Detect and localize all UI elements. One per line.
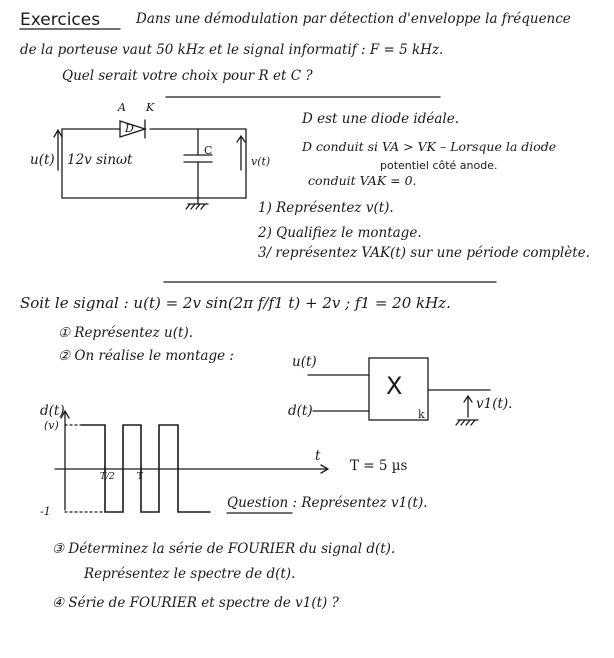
multiplier-diagram	[307, 357, 491, 426]
question-2: 2) Qualifiez le montage.	[258, 225, 422, 241]
graph-ylabel: d(t)	[40, 403, 65, 419]
mult-label-k: k	[418, 408, 425, 421]
note-conducts-1: D conduit si VA > VK – Lorsque la diode	[302, 139, 557, 154]
mult-symbol: X	[386, 372, 403, 400]
header-line-1: Dans une démodulation par détection d'en…	[136, 11, 571, 27]
part2-question-1: ① Représentez u(t).	[58, 325, 194, 341]
out-arrow	[463, 394, 473, 418]
label-v: v(t)	[251, 155, 271, 168]
question-v1: Question : Représentez v1(t).	[227, 495, 428, 511]
v-arrow	[236, 134, 246, 171]
note-ideal-diode: D est une diode idéale.	[302, 111, 460, 127]
part2-question-2: ② On réalise le montage :	[58, 348, 234, 364]
graph-t-label: t	[315, 448, 321, 464]
graph-period-value: T = 5 µs	[350, 458, 408, 474]
question-1: 1) Représentez v(t).	[258, 200, 394, 216]
exercise-title: Exercices	[20, 10, 101, 30]
label-source: 12v sinωt	[67, 152, 133, 168]
circuit-1	[53, 119, 247, 210]
note-conducts-2: conduit VAK = 0.	[308, 173, 417, 188]
mult-label-out: v1(t).	[476, 396, 513, 412]
graph-y-axis	[60, 409, 70, 511]
graph-half-period: T/2	[100, 472, 115, 482]
diode-triangle	[119, 120, 148, 138]
multiplier-box	[368, 357, 429, 421]
signal-definition: Soit le signal : u(t) = 2v sin(2π f/f1 t…	[20, 294, 451, 312]
header-line-2: de la porteuse vaut 50 kHz et le signal …	[20, 42, 444, 58]
label-u: u(t)	[30, 152, 55, 168]
header-question: Quel serait votre choix pour R et C ?	[62, 68, 313, 84]
part3-question-4: ④ Série de FOURIER et spectre de v1(t) ?	[52, 595, 339, 611]
label-cathode: K	[146, 101, 155, 114]
graph-t-axis	[54, 464, 330, 474]
out-ground-hatch	[455, 419, 476, 426]
label-diode: D	[125, 122, 134, 135]
label-anode: A	[118, 101, 126, 114]
period-ticks	[104, 465, 142, 473]
part3-question-3b: Représentez le spectre de d(t).	[84, 566, 296, 582]
note-anode: potentiel côté anode.	[380, 159, 498, 172]
graph-ylabel-unit: (v)	[44, 419, 59, 432]
u-arrow	[53, 128, 63, 171]
graph-period-mark: T	[137, 472, 144, 482]
ground-hatch	[185, 203, 206, 210]
part3-question-3: ③ Déterminez la série de FOURIER du sign…	[52, 541, 396, 557]
question-3: 3/ représentez VAK(t) sur une période co…	[258, 245, 590, 261]
label-capacitor: C	[204, 144, 213, 157]
dt-graph	[54, 409, 330, 513]
graph-y-bottom: -1	[40, 505, 51, 518]
mult-label-d: d(t)	[288, 403, 313, 419]
mult-label-u: u(t)	[292, 354, 317, 370]
